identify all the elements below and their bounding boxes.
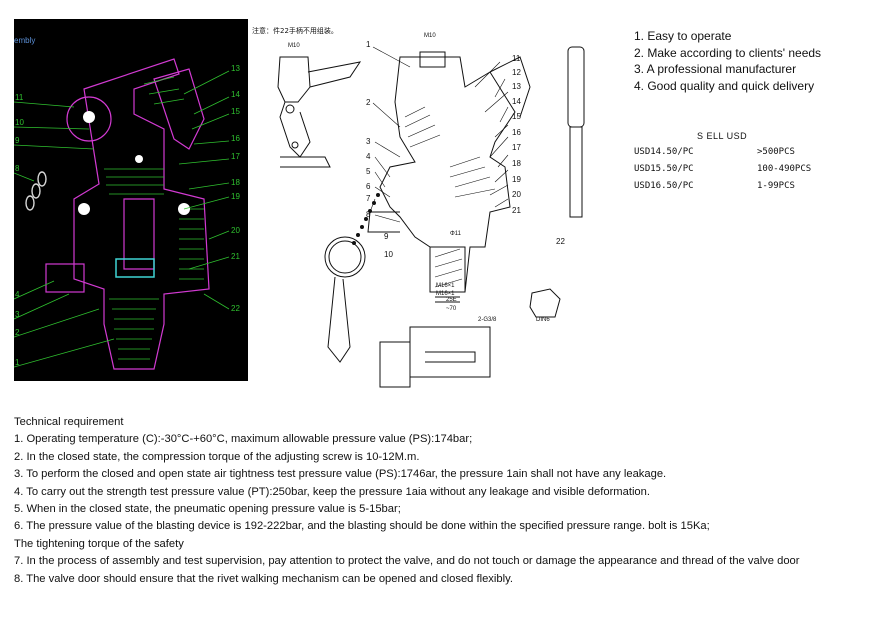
price-value: USD16.50/PC	[634, 181, 694, 191]
feature-item: 3. A professional manufacturer	[634, 62, 797, 76]
drawing-callout: 3	[366, 137, 371, 146]
drawing-dimension: 2-G3/8	[478, 317, 497, 323]
cad-callout: 15	[231, 107, 240, 116]
drawing-note: 注意：件22手柄不用组装。	[252, 26, 338, 35]
cad-callout: 3	[15, 310, 20, 319]
drawing-callout: 19	[512, 175, 521, 184]
drawing-dimension: 25E	[446, 297, 457, 303]
cad-callout: 8	[15, 164, 20, 173]
cad-callout: 2	[15, 328, 20, 337]
drawing-callout: 6	[366, 182, 371, 191]
requirement-item: 8. The valve door should ensure that the…	[14, 572, 513, 585]
price-quantity: >500PCS	[757, 147, 795, 157]
requirements-title: Technical requirement	[14, 416, 124, 428]
drawing-dimension: M10	[288, 43, 300, 49]
cad-assembly-drawing: embly 13 14 15 16 17 18 19 20	[14, 19, 248, 381]
cad-callout: 22	[231, 304, 240, 313]
drawing-callout: 2	[366, 98, 371, 107]
feature-item: 2. Make according to clients' needs	[634, 45, 822, 60]
drawing-callout: 14	[512, 97, 521, 106]
cad-callout: 10	[15, 118, 24, 127]
feature-item: 1. Easy to operate	[634, 29, 732, 43]
requirement-item: 1. Operating temperature (C):-30°C-+60°C…	[14, 433, 473, 446]
cad-callout: 18	[231, 178, 240, 187]
cad-callout: 19	[231, 192, 240, 201]
requirement-item: 2. In the closed state, the compression …	[14, 450, 420, 463]
cad-callout: 17	[231, 152, 240, 161]
cad-callout: 1	[15, 358, 20, 367]
technical-requirements: Technical requirement 1. Operating tempe…	[14, 414, 800, 588]
drawing-dimension: M16×1	[436, 291, 455, 297]
drawing-dimension: M10	[424, 33, 436, 39]
feature-list: 1. Easy to operate 2. Make according to …	[634, 28, 821, 94]
feature-item: 4. Good quality and quick delivery	[634, 78, 815, 93]
drawing-callout: 16	[512, 128, 521, 137]
cad-callout: 21	[231, 252, 240, 261]
drawing-callout: 13	[512, 82, 521, 91]
requirement-item: 4. To carry out the strength test pressu…	[14, 485, 650, 498]
price-quantity: 100-490PCS	[757, 164, 812, 174]
drawing-callout: 18	[512, 159, 521, 168]
drawing-callout: 11	[512, 54, 521, 63]
drawing-callout: 20	[512, 190, 521, 199]
drawing-dimension: ~70	[446, 306, 457, 312]
price-quantity: 1-99PCS	[757, 181, 795, 191]
drawing-callout: 9	[384, 232, 389, 241]
requirement-item: 6. The pressure value of the blasting de…	[14, 520, 710, 533]
cad-callout: 14	[231, 90, 240, 99]
drawing-callout: 22	[556, 237, 565, 246]
drawing-callout: 17	[512, 143, 521, 152]
cad-callout: 4	[15, 290, 20, 299]
requirement-item: 5. When in the closed state, the pneumat…	[14, 503, 401, 516]
cad-label-fragment: embly	[14, 36, 35, 45]
drawing-callout: 4	[366, 152, 371, 161]
requirement-item: 7. In the process of assembly and test s…	[14, 555, 800, 568]
drawing-callout: 15	[512, 112, 521, 121]
price-value: USD15.50/PC	[634, 164, 694, 174]
cad-callout: 9	[15, 136, 20, 145]
cad-callout: 20	[231, 226, 240, 235]
drawing-dimension: DIN6	[536, 317, 550, 323]
requirement-item: The tightening torque of the safety	[14, 537, 184, 550]
drawing-callout: 10	[384, 250, 393, 259]
cad-callout: 11	[15, 93, 24, 102]
drawing-dimension: Φ11	[450, 231, 462, 237]
price-value: USD14.50/PC	[634, 147, 694, 157]
drawing-callout: 21	[512, 206, 521, 215]
requirement-item: 3. To perform the closed and open state …	[14, 468, 667, 481]
drawing-dimension: M16×1	[436, 283, 455, 289]
price-header: S ELL USD	[697, 131, 748, 141]
cad-callout: 13	[231, 64, 240, 73]
drawing-callout: 1	[366, 40, 371, 49]
drawing-callout: 12	[512, 68, 521, 77]
cad-callout: 16	[231, 134, 240, 143]
engineering-drawing: 注意：件22手柄不用组装。	[250, 17, 602, 403]
drawing-callout: 7	[366, 194, 371, 203]
drawing-callout: 8	[366, 210, 371, 219]
drawing-callout: 5	[366, 167, 371, 176]
